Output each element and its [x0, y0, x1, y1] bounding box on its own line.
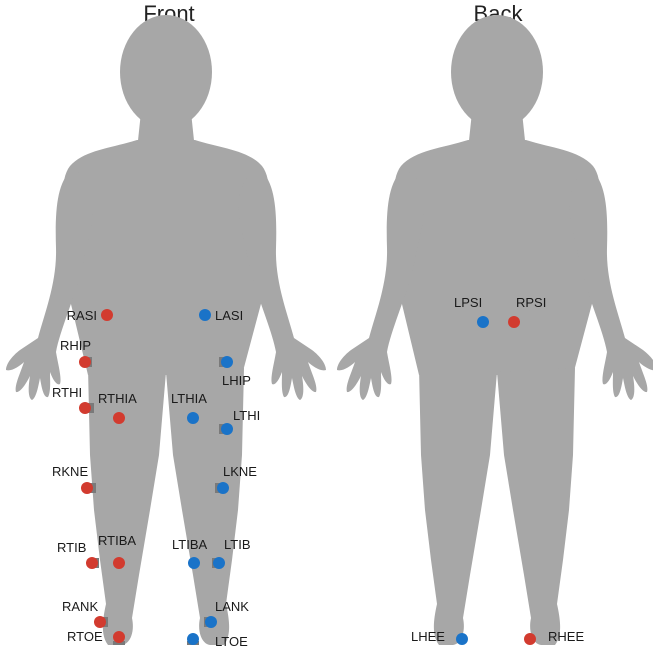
lhip-label: LHIP	[222, 373, 251, 388]
lpsi-marker	[477, 316, 489, 328]
rtiba-marker	[113, 557, 125, 569]
ltiba-marker	[188, 557, 200, 569]
lasi-label: LASI	[215, 308, 243, 323]
ltoe-label: LTOE	[215, 634, 248, 649]
lhee-label: LHEE	[411, 629, 445, 644]
ltiba-label: LTIBA	[172, 537, 207, 552]
back-body-silhouette	[337, 15, 653, 645]
rhip-label: RHIP	[60, 338, 91, 353]
lkne-label: LKNE	[223, 464, 257, 479]
rpsi-marker	[508, 316, 520, 328]
rtiba-label: RTIBA	[98, 533, 136, 548]
lthia-label: LTHIA	[171, 391, 207, 406]
rthia-marker	[113, 412, 125, 424]
rthia-label: RTHIA	[98, 391, 137, 406]
ltoe-marker	[187, 633, 199, 645]
rkne-label: RKNE	[52, 464, 88, 479]
rhip-marker	[79, 356, 91, 368]
lasi-marker	[199, 309, 211, 321]
lank-label: LANK	[215, 599, 249, 614]
rtib-marker	[86, 557, 98, 569]
lthi-marker	[221, 423, 233, 435]
ltib-label: LTIB	[224, 537, 251, 552]
rank-label: RANK	[62, 599, 98, 614]
rhee-marker	[524, 633, 536, 645]
lhee-marker	[456, 633, 468, 645]
rasi-label: RASI	[67, 308, 97, 323]
rtoe-label: RTOE	[67, 629, 103, 644]
rpsi-label: RPSI	[516, 295, 546, 310]
rthi-label: RTHI	[52, 385, 82, 400]
rhee-label: RHEE	[548, 629, 584, 644]
rasi-marker	[101, 309, 113, 321]
rthi-marker	[79, 402, 91, 414]
lhip-marker	[221, 356, 233, 368]
lank-marker	[205, 616, 217, 628]
lthi-label: LTHI	[233, 408, 260, 423]
ltib-marker	[213, 557, 225, 569]
rtib-label: RTIB	[57, 540, 86, 555]
front-body-silhouette	[6, 15, 326, 645]
lpsi-label: LPSI	[454, 295, 482, 310]
lthia-marker	[187, 412, 199, 424]
lkne-marker	[217, 482, 229, 494]
rkne-marker	[81, 482, 93, 494]
rank-marker	[94, 616, 106, 628]
rtoe-marker	[113, 631, 125, 643]
